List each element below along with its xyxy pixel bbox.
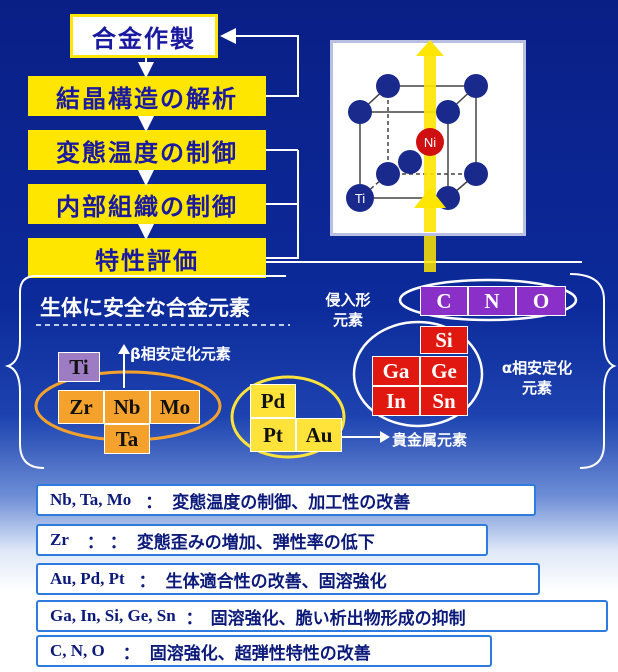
element-n: N [468, 286, 516, 316]
summary-text: 変態温度の制御、加工性の改善 [172, 492, 411, 513]
step-crystal-analysis: 結晶構造の解析 [28, 76, 266, 116]
element-pt: Pt [250, 418, 296, 452]
interstitial-ellipse [398, 278, 578, 322]
element-ta: Ta [104, 424, 150, 454]
beta-arrow [118, 344, 130, 388]
svg-text:Ti: Ti [355, 191, 365, 206]
step-label: 内部組織の制御 [56, 192, 238, 221]
summary-elements: Nb, Ta, Mo [50, 490, 132, 509]
beta-label: β相安定化元素 [130, 345, 231, 363]
bracket-right [569, 273, 617, 469]
bracket-top-left [19, 275, 286, 293]
step-transformation-temperature: 変態温度の制御 [28, 130, 266, 170]
ti-atoms [348, 74, 488, 210]
element-o: O [516, 286, 566, 316]
element-si: Si [420, 326, 468, 354]
summary-row: Ga, In, Si, Ge, Sn ： 固溶強化、脆い析出物形成の抑制 [36, 600, 608, 632]
element-pd: Pd [250, 384, 296, 418]
element-ti: Ti [58, 352, 100, 382]
summary-elements: C, N, O [50, 641, 105, 660]
step-label: 特性評価 [95, 246, 199, 275]
feedback-loop-1 [220, 28, 299, 97]
element-au: Au [296, 418, 342, 452]
step-property-evaluation: 特性評価 [28, 238, 266, 278]
step-alloy-fabrication: 合金作製 [70, 14, 218, 58]
label-line: 侵入形 [325, 291, 371, 309]
noble-ellipse [230, 375, 346, 459]
summary-separator: ： [185, 608, 203, 629]
ni-atom [416, 128, 444, 156]
summary-elements: Au, Pd, Pt [50, 569, 125, 588]
alpha-ellipse [352, 320, 484, 428]
label-line: α相安定化 [501, 359, 573, 377]
crystal-structure-diagram: Ni Ti [346, 40, 488, 232]
step-label: 変態温度の制御 [56, 138, 238, 167]
svg-text:Ni: Ni [424, 135, 436, 150]
element-c: C [420, 286, 468, 316]
step-label: 結晶構造の解析 [56, 84, 238, 113]
interstitial-label: 侵入形元素 [318, 290, 378, 330]
arrow-head-mid [414, 188, 446, 208]
summary-text: 変態歪みの増加、弾性率の低下 [136, 532, 375, 553]
step-label: 合金作製 [92, 24, 196, 53]
element-ga: Ga [372, 356, 420, 386]
label-line: 元素 [521, 379, 552, 397]
element-in: In [372, 386, 420, 416]
element-mo: Mo [150, 390, 200, 424]
summary-row: Zr ： ： 変態歪みの増加、弾性率の低下 [36, 524, 488, 556]
summary-row: Nb, Ta, Mo ： 変態温度の制御、加工性の改善 [36, 484, 536, 516]
noble-arrow [342, 431, 390, 443]
summary-text: 生体適合性の改善、固溶強化 [165, 571, 387, 592]
arrow-shaft-lower [424, 236, 436, 272]
summary-row: C, N, O ： 固溶強化、超弾性特性の改善 [36, 635, 492, 667]
summary-separator: ： [138, 571, 156, 592]
label-line: 元素 [332, 311, 363, 329]
step-microstructure-control: 内部組織の制御 [28, 184, 266, 224]
summary-elements: Zr [50, 530, 69, 549]
ti-atom [346, 184, 374, 212]
element-sn: Sn [420, 386, 468, 416]
summary-separator: ： [122, 643, 140, 664]
element-ge: Ge [420, 356, 468, 386]
summary-text: 固溶強化、脆い析出物形成の抑制 [210, 608, 466, 629]
summary-text: 固溶強化、超弾性特性の改善 [149, 643, 371, 664]
alpha-label: α相安定化元素 [484, 358, 590, 398]
summary-row: Au, Pd, Pt ： 生体適合性の改善、固溶強化 [36, 563, 540, 595]
safe-elements-title: 生体に安全な合金元素 [40, 296, 250, 320]
element-nb: Nb [104, 390, 150, 424]
element-zr: Zr [58, 390, 104, 424]
summary-separator: ： [145, 492, 163, 513]
summary-elements: Ga, In, Si, Ge, Sn [50, 606, 176, 625]
summary-separator: ： ： [86, 532, 127, 553]
noble-label: 貴金属元素 [392, 431, 468, 449]
feedback-loop-4 [266, 150, 299, 259]
bracket-left [4, 292, 45, 469]
